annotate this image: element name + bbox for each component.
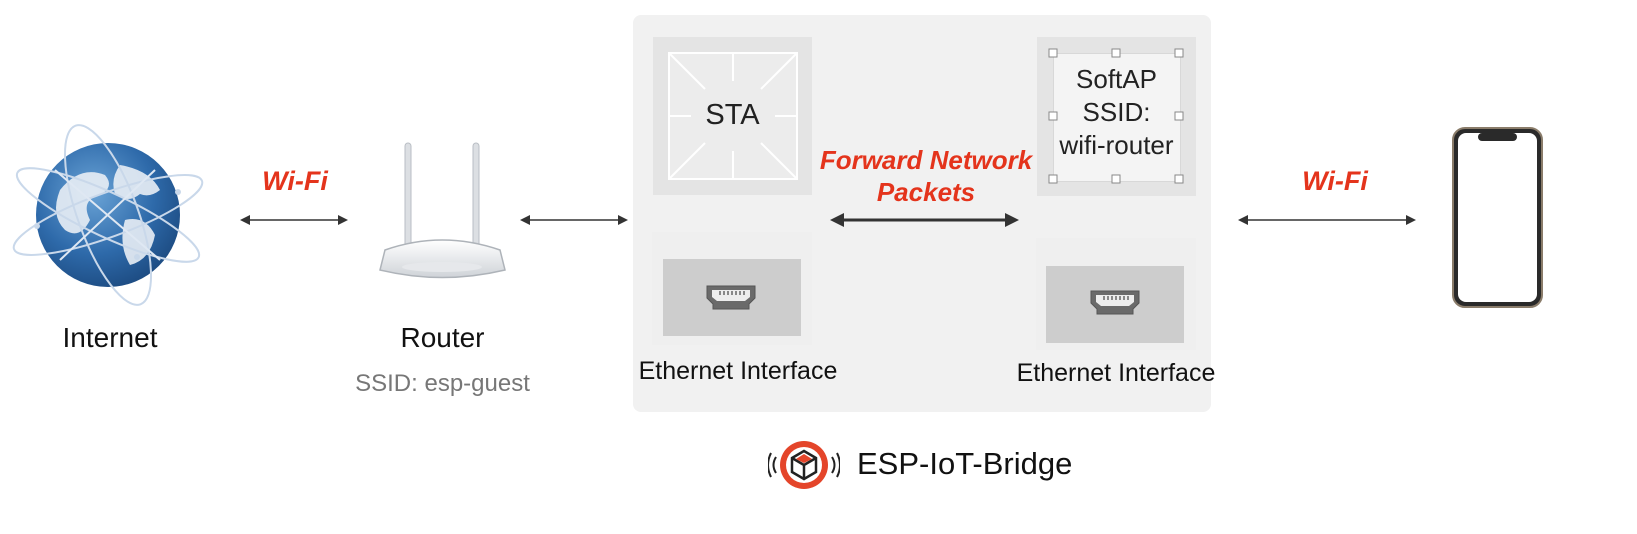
globe-icon	[12, 124, 204, 306]
router-ssid: SSID: esp-guest	[355, 370, 530, 397]
router-node	[375, 135, 510, 285]
arrow-bridge-phone	[1238, 215, 1416, 225]
smartphone-icon	[1452, 127, 1543, 308]
arrow-forward	[830, 213, 1019, 227]
ethernet-box-left	[652, 232, 812, 345]
ethernet-label-right: Ethernet Interface	[1016, 359, 1216, 387]
sta-box: STA	[653, 37, 812, 195]
router-label: Router	[400, 322, 485, 353]
internet-node	[0, 120, 215, 310]
ethernet-box-right	[1036, 238, 1196, 350]
arrow-router-bridge	[520, 215, 628, 225]
ethernet-port-icon	[1090, 290, 1140, 315]
internet-label: Internet	[62, 322, 158, 353]
arrow-internet-router	[240, 215, 348, 225]
softap-text-block: SoftAP SSID: wifi-router	[1037, 63, 1196, 162]
esp-iot-bridge-logo-icon	[768, 441, 840, 489]
ethernet-port-icon	[706, 285, 756, 310]
softap-box: SoftAP SSID: wifi-router	[1037, 37, 1196, 196]
sta-label: STA	[705, 99, 760, 131]
ethernet-label-left: Ethernet Interface	[638, 357, 838, 385]
router-icon	[379, 142, 506, 279]
forward-label: Forward Network Packets	[812, 144, 1040, 208]
softap-selection-handles	[1048, 48, 1184, 184]
brand-label: ESP-IoT-Bridge	[857, 446, 1073, 481]
wifi-label-right: Wi-Fi	[1302, 166, 1368, 196]
sta-frame	[668, 52, 798, 180]
softap-ssid-label: SSID:	[1082, 97, 1151, 127]
forward-text: Forward Network Packets	[819, 145, 1033, 207]
wifi-label-left: Wi-Fi	[262, 166, 328, 196]
softap-ssid: wifi-router	[1059, 130, 1174, 160]
softap-label: SoftAP	[1076, 64, 1157, 94]
